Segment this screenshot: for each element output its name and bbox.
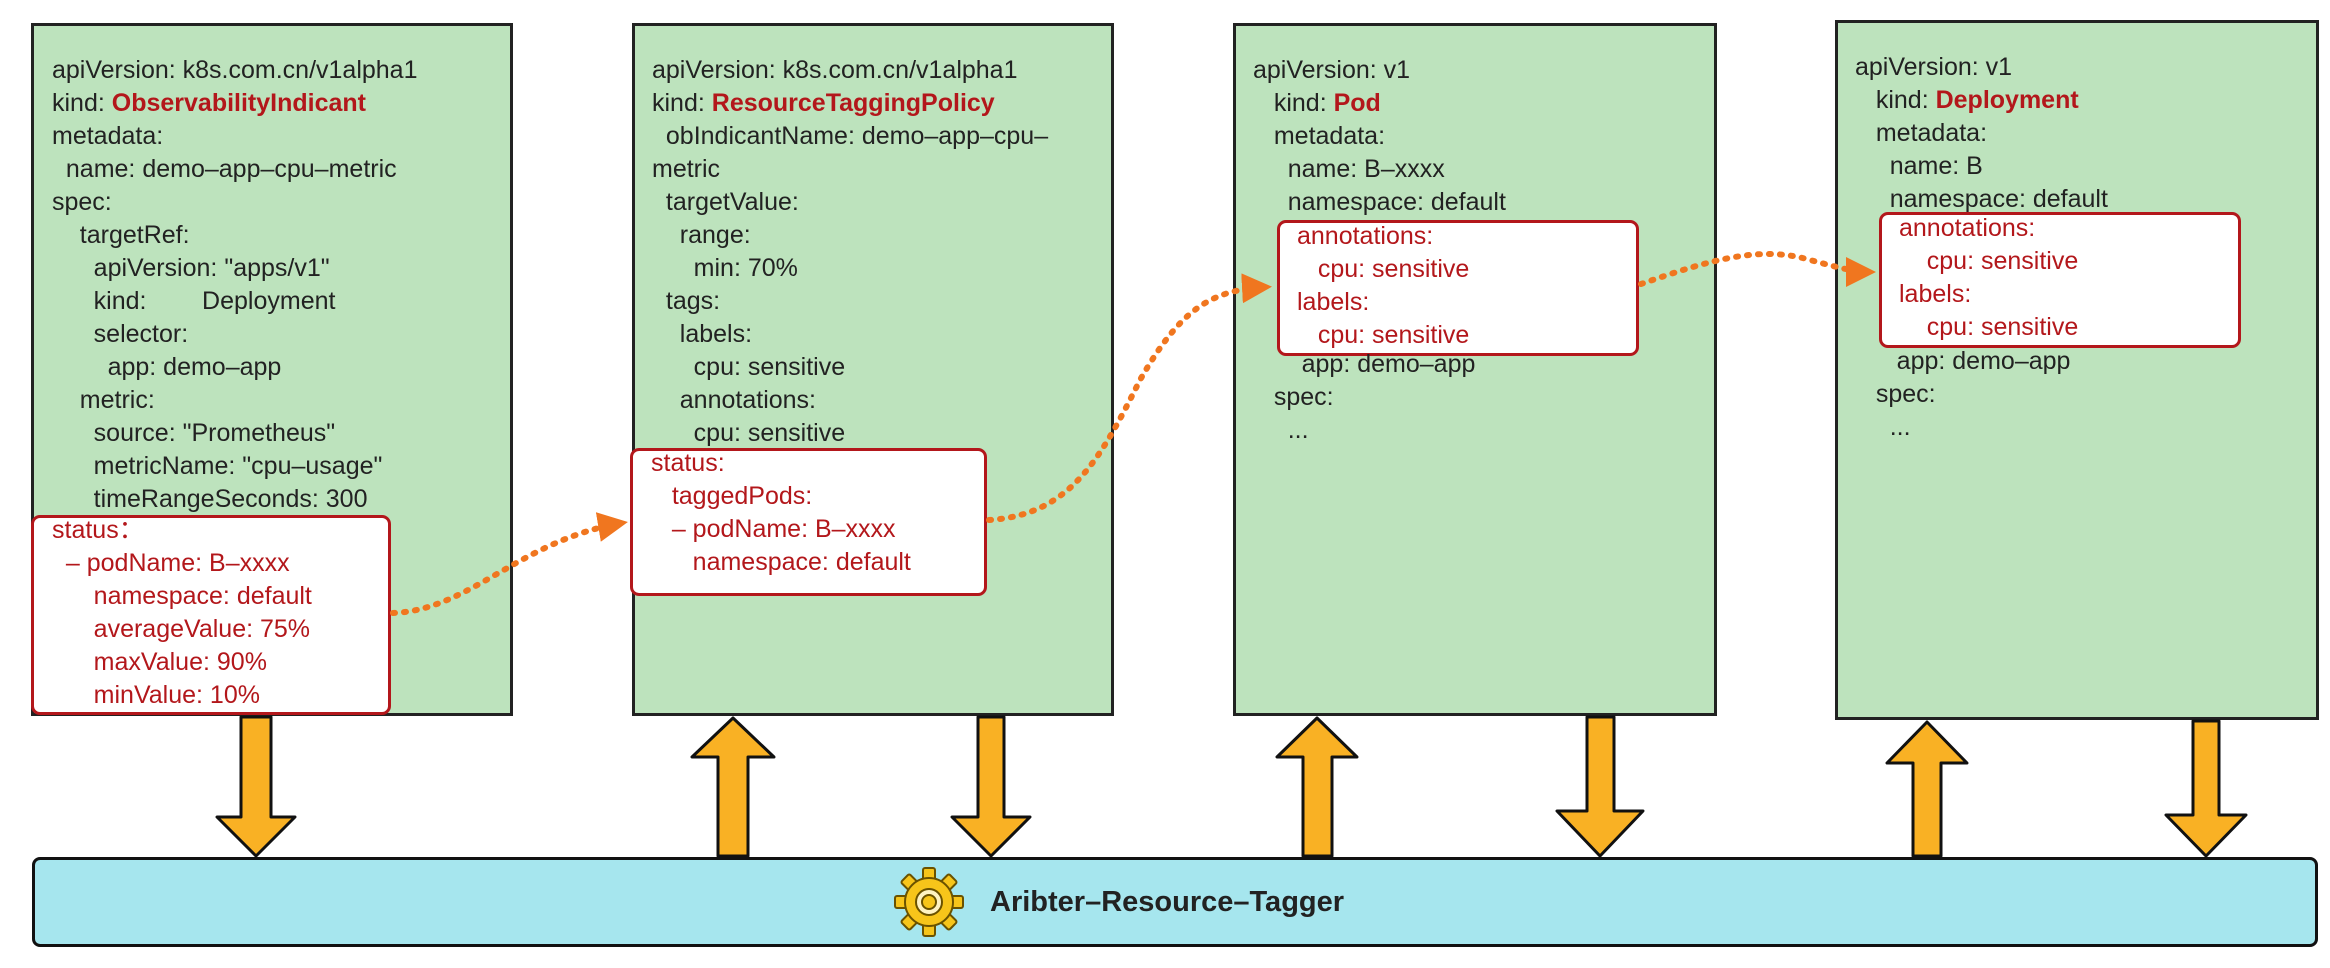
tag-line: annotations: [1297,222,1434,250]
yaml-line: range: [652,221,751,249]
yaml-line: min: 70% [652,254,798,282]
tags-yaml: annotations: cpu: sensitive labels: cpu:… [1297,220,1469,365]
yaml-line: spec: [52,188,112,216]
status-line: taggedPods: [651,482,813,510]
down-arrow [950,715,1032,858]
yaml-line: namespace: default [1253,188,1506,216]
status-line: maxValue: 90% [52,648,267,676]
yaml-line: name: demo–app–cpu–metric [52,155,397,183]
pod-yaml-rest: app: demo–app spec: ... [1253,348,1476,464]
yaml-line: apiVersion: v1 [1253,56,1411,84]
tags-highlight-box [1879,212,2241,348]
yaml-line: metadata: [1253,122,1386,150]
status-highlight-box [31,515,391,715]
pod-panel [1233,23,1717,716]
yaml-line: metadata: [1855,119,1988,147]
yaml-line: apiVersion: k8s.com.cn/v1alpha1 [652,56,1018,84]
kind-value: ObservabilityIndicant [111,89,367,117]
tag-line: cpu: sensitive [1297,255,1470,283]
yaml-line: source: "Prometheus" [52,419,336,447]
yaml-line: spec: [1855,380,1936,408]
yaml-line: app: demo–app [1253,350,1476,378]
resource-tagger-title: Aribter–Resource–Tagger [990,886,1345,918]
yaml-line: apiVersion: v1 [1855,53,2013,81]
yaml-line: namespace: default [1855,185,2108,213]
flow-arrow [390,512,628,616]
yaml-line: kind: ObservabilityIndicant [52,89,367,117]
yaml-line: apiVersion: "apps/v1" [52,254,330,282]
yaml-line: metricName: "cpu–usage" [52,452,383,480]
down-arrow [1555,715,1645,858]
yaml-line: cpu: sensitive [652,353,846,381]
status-yaml: status: taggedPods: – podName: B–xxxx na… [651,447,911,592]
down-arrow [2164,719,2248,858]
resource-tagging-policy-panel [632,23,1114,716]
yaml-line: kind: Deployment [1855,86,2079,114]
tag-line: cpu: sensitive [1899,247,2079,275]
resource-tagger-bar [32,857,2318,947]
kind-value: ResourceTaggingPolicy [711,89,995,117]
deployment-yaml: apiVersion: v1 kind: Deployment metadata… [1855,51,2108,225]
status-highlight-box [630,448,987,596]
yaml-line: name: B–xxxx [1253,155,1445,183]
yaml-line: name: B [1855,152,1983,180]
tags-highlight-box [1277,220,1639,356]
yaml-line: app: demo–app [1855,347,2071,375]
flow-arrow [986,273,1272,523]
kind-value: Pod [1333,89,1381,117]
flow-arrow [1638,251,1876,287]
status-line: namespace: default [651,548,911,576]
deployment-panel [1835,20,2319,720]
up-arrow [1275,716,1359,858]
deployment-yaml-rest: app: demo–app spec: ... [1855,345,2071,461]
status-line: status： [52,516,144,544]
status-line: – podName: B–xxxx [651,515,896,543]
yaml-line: metric [652,155,721,183]
yaml-line: cpu: sensitive [652,419,846,447]
status-line: status: [651,449,725,477]
status-line: – podName: B–xxxx [52,549,290,577]
yaml-line: labels: [652,320,753,348]
yaml-line: spec: [1253,383,1334,411]
status-yaml: status： – podName: B–xxxx namespace: def… [52,514,312,717]
tag-line: annotations: [1899,214,2036,242]
observability-indicant-yaml: apiVersion: k8s.com.cn/v1alpha1 kind: Ob… [52,54,418,513]
kind-value: Deployment [1935,86,2079,114]
pod-yaml: apiVersion: v1 kind: Pod metadata: name:… [1253,54,1506,228]
yaml-line: kind: Pod [1253,89,1381,117]
tag-line: labels: [1297,288,1370,316]
yaml-line: kind: Deployment [52,287,336,315]
yaml-line: tags: [652,287,721,315]
yaml-line: metric: [52,386,155,414]
yaml-line: selector: [52,320,189,348]
yaml-line: metadata: [52,122,164,150]
yaml-line: obIndicantName: demo–app–cpu– [652,122,1049,150]
yaml-line: kind: ResourceTaggingPolicy [652,89,995,117]
yaml-line: targetValue: [652,188,799,216]
yaml-line: annotations: [652,386,817,414]
up-arrow [690,716,776,858]
status-line: namespace: default [52,582,312,610]
down-arrow [215,715,297,858]
resource-tagging-policy-yaml: apiVersion: k8s.com.cn/v1alpha1 kind: Re… [652,54,1048,447]
tags-yaml: annotations: cpu: sensitive labels: cpu:… [1899,212,2078,357]
yaml-line: ... [1253,416,1309,444]
status-line: averageValue: 75% [52,615,311,643]
yaml-line: apiVersion: k8s.com.cn/v1alpha1 [52,56,418,84]
yaml-line: ... [1855,413,1911,441]
gear-icon [894,867,964,937]
yaml-line: timeRangeSeconds: 300 [52,485,368,513]
tag-line: cpu: sensitive [1899,313,2079,341]
yaml-line: targetRef: [52,221,190,249]
status-line: minValue: 10% [52,681,260,709]
tag-line: cpu: sensitive [1297,321,1470,349]
up-arrow [1885,720,1969,858]
yaml-line: app: demo–app [52,353,282,381]
tag-line: labels: [1899,280,1972,308]
